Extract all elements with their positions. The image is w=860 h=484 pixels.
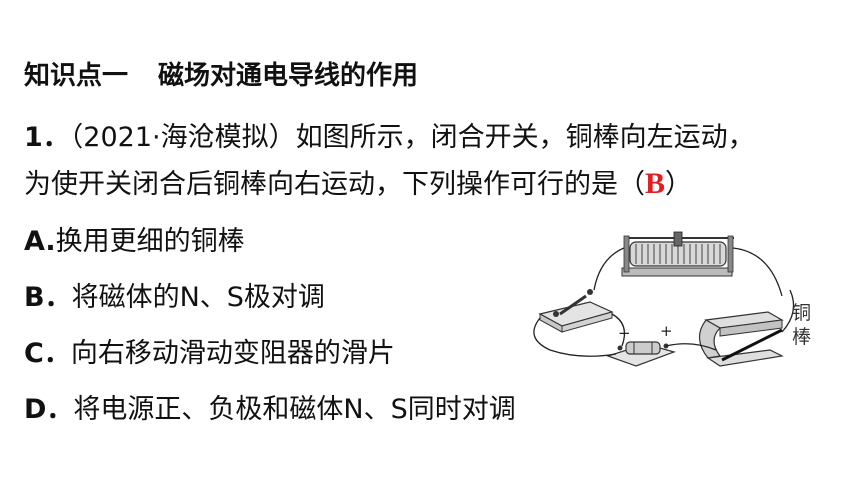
option-b-letter: B． <box>24 282 72 313</box>
question-text-close: ） <box>665 169 693 200</box>
battery-minus-label: − <box>618 324 631 342</box>
copper-rod-icon <box>721 328 783 362</box>
option-d-letter: D． <box>24 394 74 425</box>
question-text-2: 为使开关闭合后铜棒向右运动，下列操作可行的是（ <box>24 169 645 200</box>
circuit-figure: − + <box>533 231 795 367</box>
question-number: 1． <box>24 122 70 153</box>
battery-plus-label: + <box>660 322 673 340</box>
option-b-text: 将磁体的N、S极对调 <box>71 282 325 313</box>
option-a: A.换用更细的铜棒 <box>24 224 245 260</box>
switch-icon <box>538 289 614 333</box>
wires <box>533 247 795 357</box>
option-d: D．将电源正、负极和磁体N、S同时对调 <box>24 392 516 428</box>
section-heading: 知识点一磁场对通电导线的作用 <box>24 58 418 94</box>
option-a-text: 换用更细的铜棒 <box>55 226 245 257</box>
rheostat-icon <box>621 231 734 277</box>
option-b: B．将磁体的N、S极对调 <box>24 280 325 316</box>
question-text-1: （2021·海沧模拟）如图所示，闭合开关，铜棒向左运动， <box>69 122 755 153</box>
answer-letter: B <box>645 167 666 200</box>
battery-icon <box>606 341 676 367</box>
option-c: C．向右移动滑动变阻器的滑片 <box>24 336 395 372</box>
option-a-letter: A. <box>24 226 56 257</box>
question-line-2: 为使开关闭合后铜棒向右运动，下列操作可行的是（B） <box>24 166 692 203</box>
question-line-1: 1．（2021·海沧模拟）如图所示，闭合开关，铜棒向左运动， <box>24 120 755 156</box>
option-c-letter: C． <box>24 338 71 369</box>
rod-label-bottom: 棒 <box>792 326 812 348</box>
section-title: 磁场对通电导线的作用 <box>158 61 419 91</box>
rod-label-top: 铜 <box>792 302 812 324</box>
option-d-text: 将电源正、负极和磁体N、S同时对调 <box>73 394 516 425</box>
magnet-icon <box>698 311 784 367</box>
section-label: 知识点一 <box>24 61 129 91</box>
option-c-text: 向右移动滑动变阻器的滑片 <box>70 338 395 369</box>
